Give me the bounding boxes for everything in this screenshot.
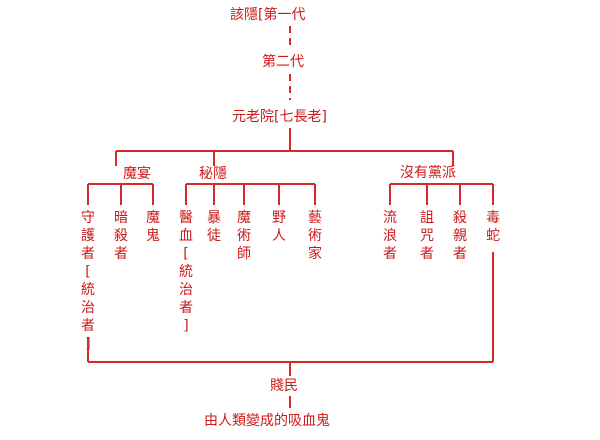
- member-label: 毒蛇: [486, 210, 500, 244]
- commoners-label: 賤民: [270, 378, 298, 394]
- member-label: 殺親者: [453, 210, 467, 262]
- gen2-label: 第二代: [262, 53, 304, 70]
- commoners-note: 由人類變成的吸血鬼: [204, 413, 330, 429]
- member-label: 野人: [272, 210, 286, 244]
- member-label: 魔鬼: [146, 210, 160, 244]
- member-label: 詛咒者: [420, 210, 434, 262]
- member-label: 魔術師: [237, 210, 251, 262]
- elders-label: 元老院[七長老]: [232, 109, 327, 125]
- member-label: 流浪者: [383, 210, 397, 262]
- member-label: 守護者[統治者]: [81, 210, 95, 352]
- member-label: 藝術家: [308, 210, 322, 262]
- faction-label: 魔宴: [123, 165, 151, 182]
- member-label: 暗殺者: [114, 210, 128, 262]
- gen1-label: 該隱[第一代: [230, 6, 305, 23]
- faction-label: 秘隱: [199, 166, 227, 182]
- member-label: 暴徒: [207, 210, 221, 244]
- faction-label: 沒有黨派: [400, 164, 456, 181]
- member-label: 醫血[統治者]: [179, 210, 193, 334]
- member-labels: 守護者[統治者] 暗殺者 魔鬼 醫血[統治者] 暴徒 魔術師 野人 藝術家 流浪者 詛咒者 殺親者 毒…: [81, 210, 500, 352]
